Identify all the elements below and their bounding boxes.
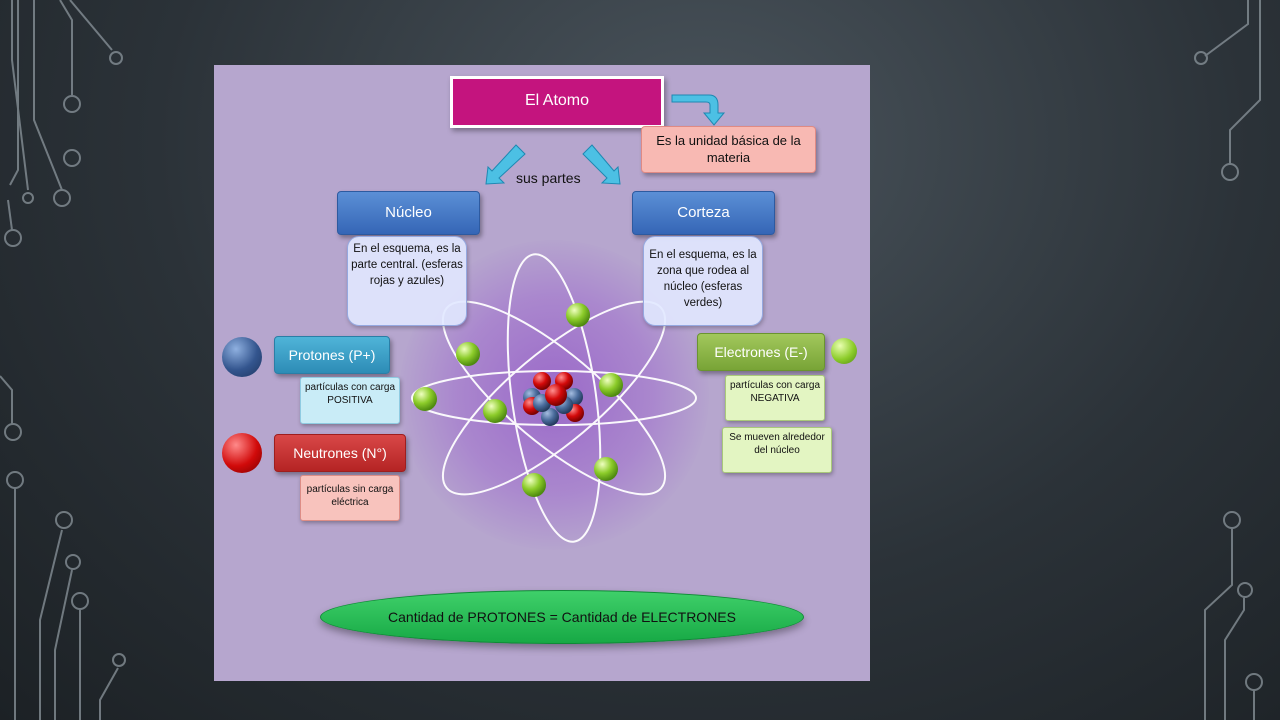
protones-description: partículas con carga POSITIVA <box>300 377 400 424</box>
down-right-arrow-icon <box>582 144 621 185</box>
atom-icon <box>411 94 726 543</box>
equality-statement: Cantidad de PROTONES = Cantidad de ELECT… <box>320 590 804 644</box>
electrones-label: Electrones (E-) <box>697 333 825 371</box>
green-sphere-icon <box>831 338 857 364</box>
corteza-description: En el esquema, es la zona que rodea al n… <box>643 236 763 326</box>
orbit-vertical <box>506 253 602 543</box>
red-sphere-icon <box>222 433 262 473</box>
atom-concept-map: El Atomo Es la unidad básica de la mater… <box>214 65 870 681</box>
protones-label: Protones (P+) <box>274 336 390 374</box>
diagram-title: El Atomo <box>450 76 664 128</box>
down-right-arrow-icon <box>671 94 726 126</box>
blue-sphere-icon <box>222 337 262 377</box>
nucleus <box>523 372 584 426</box>
atom-definition: Es la unidad básica de la materia <box>641 126 816 173</box>
corteza-header: Corteza <box>632 191 775 235</box>
neutrones-label: Neutrones (N°) <box>274 434 406 472</box>
electrons <box>413 303 623 497</box>
nucleo-header: Núcleo <box>337 191 480 235</box>
electrones-movement: Se mueven alrededor del núcleo <box>722 427 832 473</box>
neutrones-description: partículas sin carga eléctrica <box>300 475 400 521</box>
connector-label: sus partes <box>516 170 581 186</box>
electrones-description: partículas con carga NEGATIVA <box>725 375 825 421</box>
down-left-arrow-icon <box>485 144 526 185</box>
nucleo-description: En el esquema, es la parte central. (esf… <box>347 236 467 326</box>
